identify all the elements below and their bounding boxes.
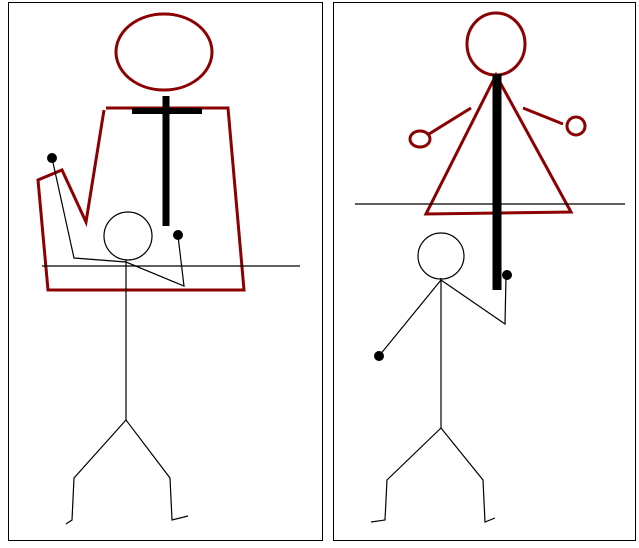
dress-figure-left-hand	[408, 129, 432, 149]
stick-figure-right-arm	[440, 275, 507, 326]
large-figure-head	[114, 12, 214, 92]
right-panel-drawing	[333, 2, 636, 541]
stick-figure-left-arm	[51, 157, 127, 263]
left-hand-dot	[374, 351, 384, 361]
stick-figure-right-leg	[125, 419, 189, 521]
left-panel-drawing	[8, 2, 323, 541]
stick-figure-left-leg	[370, 427, 442, 523]
dress-figure-right-arm	[522, 106, 564, 126]
stick-figure-head	[417, 232, 465, 280]
dress-figure-left-arm	[428, 106, 472, 136]
right-hand-dot	[502, 270, 512, 280]
stick-figure-right-leg	[440, 427, 496, 523]
stick-figure-left-arm	[378, 279, 442, 357]
right-hand-dot	[173, 230, 183, 240]
dress-figure-head	[465, 11, 527, 77]
large-figure-body	[36, 106, 246, 292]
right-panel	[331, 0, 639, 548]
left-panel-frame	[8, 2, 323, 541]
stick-figure-left-leg	[65, 419, 127, 525]
dress-figure-right-hand	[565, 115, 587, 137]
right-panel-frame	[333, 2, 636, 541]
left-panel	[8, 2, 323, 541]
stick-figure-right-arm	[125, 235, 185, 287]
left-hand-dot	[47, 153, 57, 163]
stick-figure-head	[103, 211, 153, 261]
